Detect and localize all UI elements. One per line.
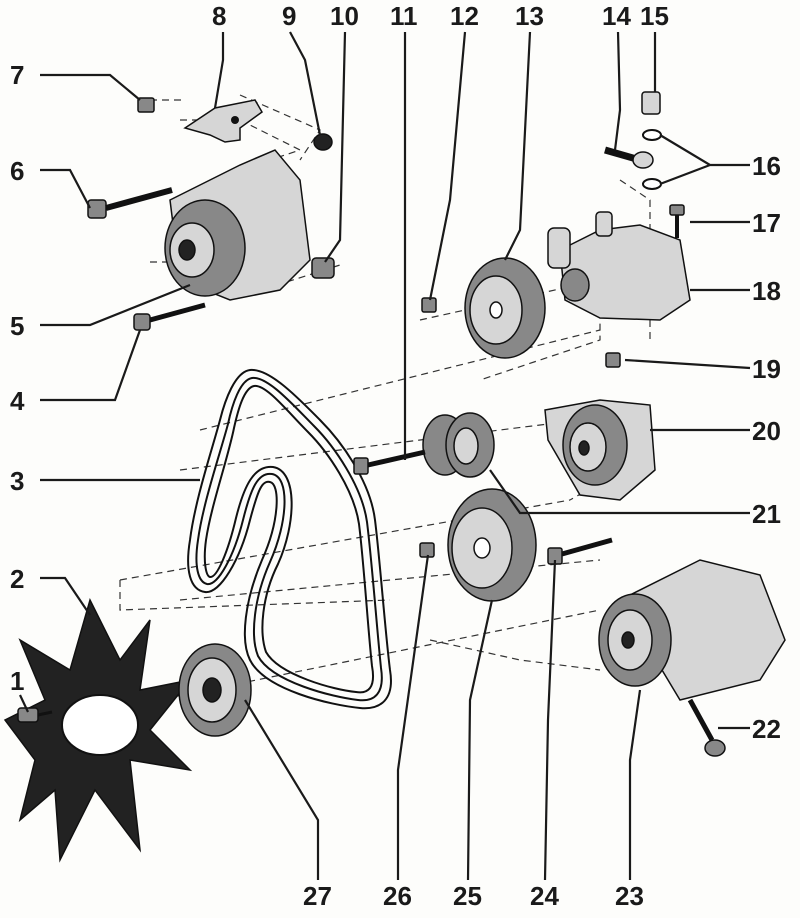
alternator-bracket [183, 99, 263, 143]
belt-tensioner [544, 399, 656, 501]
bracket-bolt [137, 97, 155, 113]
callout-20: 20 [752, 416, 781, 446]
plug [641, 91, 661, 115]
crankshaft-pulley [447, 488, 537, 602]
compressor-bolt [687, 698, 726, 757]
callout-24: 24 [530, 881, 559, 911]
callout-labels: 7 8 9 10 11 12 13 14 15 16 17 18 19 20 2… [10, 1, 781, 911]
callout-2: 2 [10, 564, 24, 594]
seal-ring-lower [642, 178, 662, 190]
callout-17: 17 [752, 208, 781, 238]
callout-21: 21 [752, 499, 781, 529]
callout-26: 26 [383, 881, 412, 911]
callout-3: 3 [10, 466, 24, 496]
spacer-sleeve [311, 257, 335, 279]
callout-15: 15 [640, 1, 669, 31]
washer [313, 133, 333, 151]
seal-ring-upper [642, 129, 662, 141]
idler-pulley [422, 412, 495, 478]
callout-1: 1 [10, 666, 24, 696]
callout-25: 25 [453, 881, 482, 911]
alternator [164, 149, 311, 301]
callout-6: 6 [10, 156, 24, 186]
callout-5: 5 [10, 311, 24, 341]
callout-13: 13 [515, 1, 544, 31]
callout-12: 12 [450, 1, 479, 31]
callout-18: 18 [752, 276, 781, 306]
pulley-long-bolt [547, 537, 613, 565]
ac-compressor [598, 559, 786, 701]
callout-11: 11 [390, 1, 418, 31]
callout-10: 10 [330, 1, 359, 31]
callout-27: 27 [303, 881, 332, 911]
housing-bolt [669, 204, 685, 238]
drain-bolt [605, 352, 621, 368]
callout-23: 23 [615, 881, 644, 911]
temperature-sensor [604, 146, 654, 169]
callout-8: 8 [212, 1, 226, 31]
callout-19: 19 [752, 354, 781, 384]
callout-4: 4 [10, 386, 25, 416]
callout-16: 16 [752, 151, 781, 181]
water-pump-housing [547, 211, 691, 321]
viscous-fan-coupling [178, 643, 252, 737]
fan-bolt [17, 707, 53, 723]
cooling-fan [3, 597, 193, 863]
idler-bolt [353, 449, 426, 475]
alternator-long-bolt [87, 187, 173, 219]
alternator-mounting-bolt [133, 302, 206, 331]
leader-lines [19, 31, 751, 881]
callout-7: 7 [10, 60, 24, 90]
ribbed-drive-belt [187, 368, 392, 710]
callout-22: 22 [752, 714, 781, 744]
callout-14: 14 [602, 1, 631, 31]
callout-9: 9 [282, 1, 296, 31]
pulley-bolt [421, 297, 437, 313]
water-pump-pulley [464, 257, 546, 359]
